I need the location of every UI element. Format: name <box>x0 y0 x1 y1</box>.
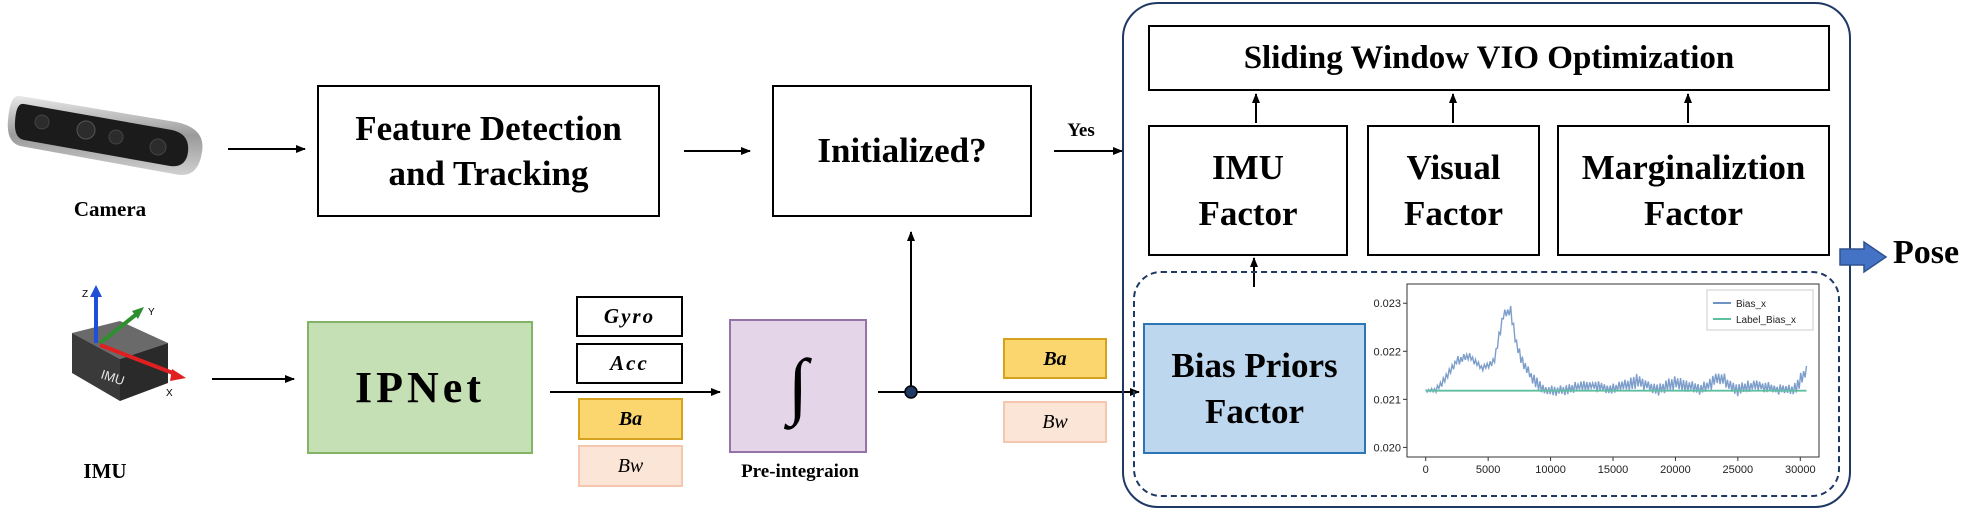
x-tick-label: 25000 <box>1723 464 1754 476</box>
yes-label: Yes <box>1067 120 1095 141</box>
y-tick-label: 0.022 <box>1373 346 1401 358</box>
imu-label: IMU <box>83 459 127 483</box>
marginalization-factor-block: Marginaliztion Factor <box>1557 125 1830 256</box>
junction-dot <box>904 385 918 399</box>
legend-box <box>1706 289 1814 331</box>
y-tick-label: 0.021 <box>1373 394 1401 406</box>
optimization-title-block: Sliding Window VIO Optimization <box>1148 25 1830 91</box>
imu-chip-text: IMU <box>99 367 126 389</box>
ba-bias-input-box: Ba <box>1003 338 1107 379</box>
y-tick-label: 0.023 <box>1373 298 1401 310</box>
bias-priors-factor-block: Bias Priors Factor <box>1143 323 1366 454</box>
x-tick-label: 15000 <box>1598 464 1629 476</box>
bias-chart: 0 5000 10000 15000 20000 25000 30000 0.020 0.021… <box>1373 283 1820 476</box>
y-tick-label: 0.020 <box>1373 442 1401 454</box>
integral-symbol: ∫ <box>787 344 809 427</box>
pose-label: Pose <box>1893 234 1960 271</box>
x-tick-label: 5000 <box>1476 464 1500 476</box>
bias-prior-dashed-frame <box>1133 271 1840 497</box>
feature-detection-block: Feature Detection and Tracking <box>317 85 660 217</box>
x-tick-label: 30000 <box>1785 464 1816 476</box>
preintegration-label: Pre-integraion <box>741 461 859 482</box>
visual-factor-block: Visual Factor <box>1367 125 1540 256</box>
pose-arrow-icon <box>1839 240 1888 274</box>
imu-axis-y-label: Y <box>148 307 155 318</box>
initialized-decision-block: Initialized? <box>772 85 1032 217</box>
imu-axis-x-label: X <box>166 388 173 399</box>
imu-icon: IMU Z Y X <box>72 285 186 401</box>
camera-label: Camera <box>73 197 147 221</box>
camera-icon <box>7 95 203 176</box>
ba-output-box: Ba <box>578 398 683 440</box>
legend-label: Label_Bias_x <box>1736 315 1796 326</box>
gyro-output-box: Gyro <box>576 296 683 337</box>
bw-output-box: Bw <box>578 445 683 487</box>
imu-factor-block: IMU Factor <box>1148 125 1348 256</box>
acc-output-box: Acc <box>576 343 683 384</box>
imu-axis-z-label: Z <box>82 289 88 300</box>
series-line-bias_x <box>1425 305 1808 397</box>
preintegration-block: ∫ <box>729 319 867 453</box>
x-tick-label: 10000 <box>1535 464 1566 476</box>
bw-bias-input-box: Bw <box>1003 401 1107 443</box>
x-tick-label: 0 <box>1423 464 1429 476</box>
legend-label: Bias_x <box>1736 299 1766 310</box>
x-tick-label: 20000 <box>1660 464 1691 476</box>
ipnet-block: IPNet <box>307 321 533 454</box>
